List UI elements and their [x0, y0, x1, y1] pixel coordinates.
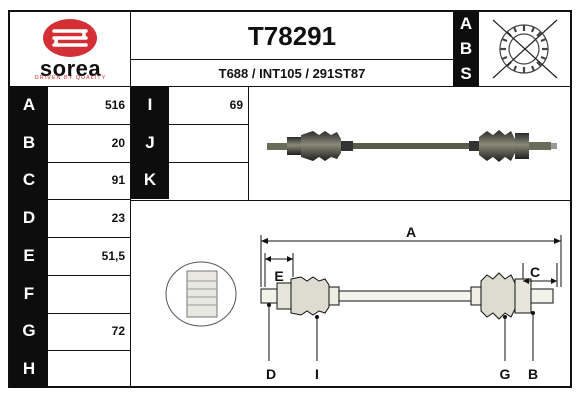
dimension-value-c: 91	[111, 173, 125, 188]
dimension-value-h	[48, 350, 130, 388]
dimension-letter-a: A	[10, 86, 48, 124]
shaft-photo	[249, 87, 570, 200]
diagram-label-g: G	[500, 366, 511, 382]
diagram-label-b: B	[528, 366, 538, 382]
dimension-letter-k: K	[131, 161, 169, 200]
dimension-value-d: 23	[111, 211, 125, 226]
diagram-label-e: E	[274, 268, 283, 284]
diagram-label-i: I	[315, 366, 319, 382]
diagram-label-a: A	[406, 224, 416, 240]
dimension-value-g: 72	[111, 324, 125, 339]
abs-letter-b: B	[459, 38, 473, 58]
dimension-value-e: 51,5	[101, 248, 125, 263]
dimension-letter-b: B	[10, 123, 48, 162]
diagram-label-c: C	[530, 264, 540, 280]
dimension-letter-h: H	[10, 350, 48, 388]
brand-tagline: DRIVEN BY QUALITY	[34, 75, 107, 81]
dimension-value-f	[48, 275, 130, 313]
cross-references: T688 / INT105 / 291ST87	[218, 65, 366, 81]
dimension-value-b: 20	[111, 135, 125, 150]
dimension-letter-d: D	[10, 199, 48, 237]
dimension-value-k	[169, 162, 248, 200]
abs-letter-s: S	[460, 63, 472, 83]
dimension-letter-f: F	[10, 274, 48, 313]
dimension-letter-i: I	[131, 86, 169, 124]
shaft-diagram: A E C D I G B	[131, 201, 570, 388]
diagram-label-d: D	[266, 366, 276, 382]
sorea-logo-icon	[43, 19, 97, 57]
dimension-letter-j: J	[131, 123, 169, 162]
dimension-value-j	[169, 124, 248, 162]
brand-name: sorea	[39, 56, 102, 81]
dimension-value-i: 69	[229, 97, 243, 112]
dimension-letter-g: G	[10, 312, 48, 351]
brand-logo: sorea DRIVEN BY QUALITY	[10, 12, 131, 86]
abs-ring-icon	[479, 12, 570, 86]
abs-indicator: A B S	[453, 12, 479, 86]
abs-letter-a: A	[459, 14, 473, 34]
dimension-value-a: 516	[104, 97, 125, 112]
dimension-letter-e: E	[10, 237, 48, 275]
dimension-letter-c: C	[10, 161, 48, 200]
part-number: T78291	[247, 20, 337, 51]
spec-sheet: sorea DRIVEN BY QUALITY T78291 T688 / IN…	[8, 10, 572, 388]
